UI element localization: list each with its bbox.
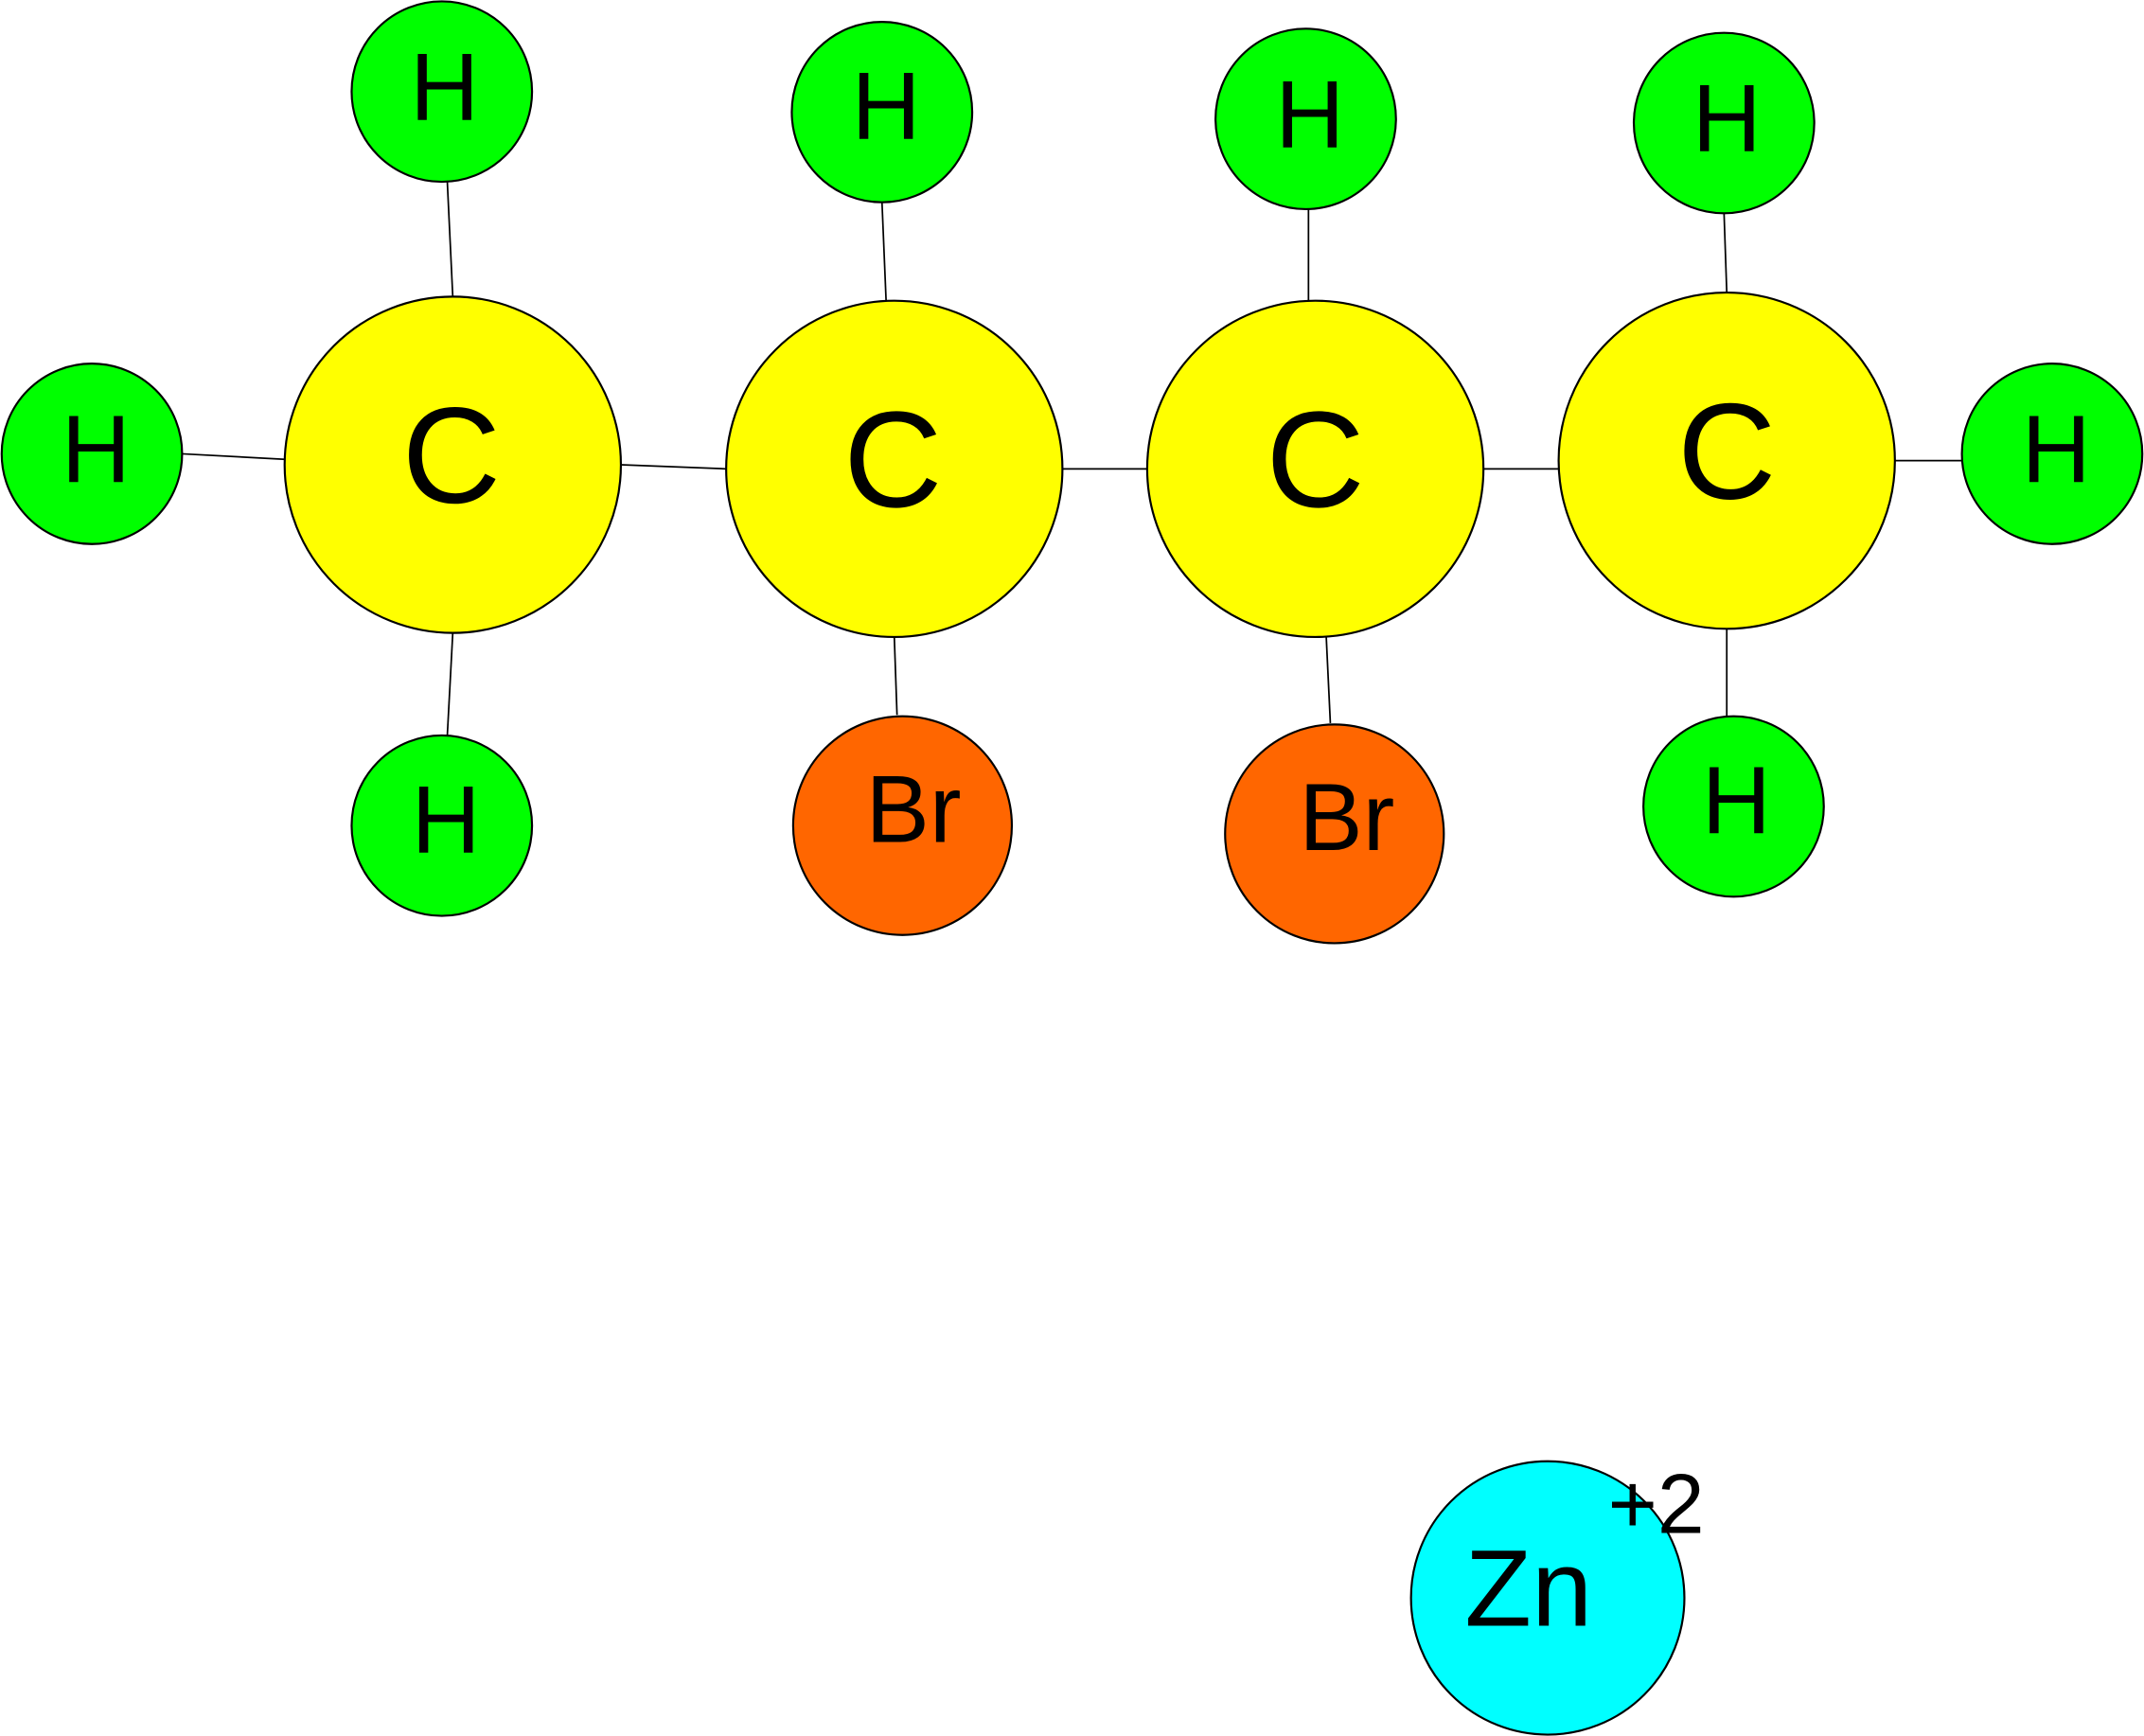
atom-label: C bbox=[402, 379, 501, 532]
bonds bbox=[182, 182, 1962, 735]
bond-c1-h7 bbox=[446, 632, 454, 735]
carbon-atom: C bbox=[725, 299, 1064, 639]
bond-c3-br2 bbox=[1325, 636, 1332, 723]
hydrogen-atom: H bbox=[1214, 27, 1397, 211]
hydrogen-atom: H bbox=[350, 0, 534, 184]
atom-label: C bbox=[1677, 375, 1776, 528]
atom-label: H bbox=[2022, 397, 2091, 504]
bond-h4-c4 bbox=[1723, 213, 1728, 293]
carbon-atom: C bbox=[1145, 299, 1485, 639]
atom-label: C bbox=[843, 382, 942, 536]
atom-label: H bbox=[1275, 62, 1344, 168]
atom-label: Br bbox=[865, 755, 961, 862]
zinc-ion: Zn +2 bbox=[1409, 1457, 1705, 1736]
hydrogen-atom: H bbox=[1642, 715, 1825, 898]
bond-h5-c1 bbox=[182, 452, 285, 461]
atom-label: H bbox=[1702, 748, 1771, 855]
hydrogen-atom: H bbox=[0, 363, 184, 545]
atom-label: H bbox=[412, 767, 481, 874]
carbon-atom: C bbox=[283, 295, 623, 634]
atom-label: H bbox=[1692, 65, 1762, 172]
bond-c1-c2 bbox=[620, 464, 727, 470]
charge-label: +2 bbox=[1608, 1457, 1705, 1551]
hydrogen-atom: H bbox=[350, 734, 534, 917]
atom-label: Zn bbox=[1464, 1528, 1592, 1650]
hydrogen-atom: H bbox=[1960, 363, 2144, 545]
bond-h2-c2 bbox=[880, 202, 887, 301]
hydrogen-atom: H bbox=[1632, 31, 1816, 215]
atom-label: H bbox=[62, 397, 131, 504]
atom-label: C bbox=[1266, 382, 1364, 536]
hydrogen-atom: H bbox=[790, 21, 974, 204]
bond-c2-br1 bbox=[893, 636, 898, 716]
atom-label: H bbox=[410, 34, 479, 141]
atom-label: H bbox=[852, 53, 921, 160]
bond-h1-c1 bbox=[446, 182, 454, 297]
bromine-atom: Br bbox=[791, 715, 1014, 936]
carbon-atom: C bbox=[1557, 291, 1896, 630]
bromine-atom: Br bbox=[1224, 723, 1445, 945]
atom-label: Br bbox=[1299, 764, 1394, 871]
